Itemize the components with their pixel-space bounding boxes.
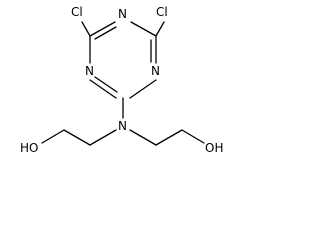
bond-ch2-oh-right — [181, 129, 205, 144]
bond-ring-top-left-double — [94, 26, 117, 40]
bond-ring-top-left — [89, 21, 116, 37]
atom-cl-right: Cl — [156, 5, 168, 19]
bond-ring-left-lower — [89, 79, 117, 99]
bond-ch2-oh-left — [41, 129, 65, 144]
atom-n-amine: N — [118, 119, 127, 133]
atom-n-ring-top: N — [118, 7, 127, 21]
atom-labels: Cl Cl N N N N HO OH — [20, 5, 223, 155]
bond-n-ch2-right — [129, 129, 157, 146]
bond-n-ch2-left — [89, 129, 117, 146]
structure-diagram: Cl Cl N N N N HO OH — [20, 5, 223, 155]
molecule-structure: Cl Cl N N N N HO OH — [20, 5, 223, 155]
atom-cl-left: Cl — [71, 5, 83, 19]
atom-n-ring-left: N — [85, 64, 94, 78]
bond-c-cl-left — [81, 21, 91, 37]
bond-ch2-ch2-right — [155, 129, 183, 146]
bond-ring-top-right — [130, 21, 157, 37]
bond-ring-right-lower — [129, 79, 157, 99]
bond-ring-left-lower-double — [94, 76, 118, 93]
atom-oh-right: OH — [205, 141, 223, 155]
atom-n-ring-right: N — [151, 64, 160, 78]
bond-ch2-ch2-left — [63, 129, 91, 146]
bond-c-cl-right — [155, 21, 165, 37]
atom-oh-left: HO — [20, 141, 38, 155]
bonds — [41, 21, 205, 146]
